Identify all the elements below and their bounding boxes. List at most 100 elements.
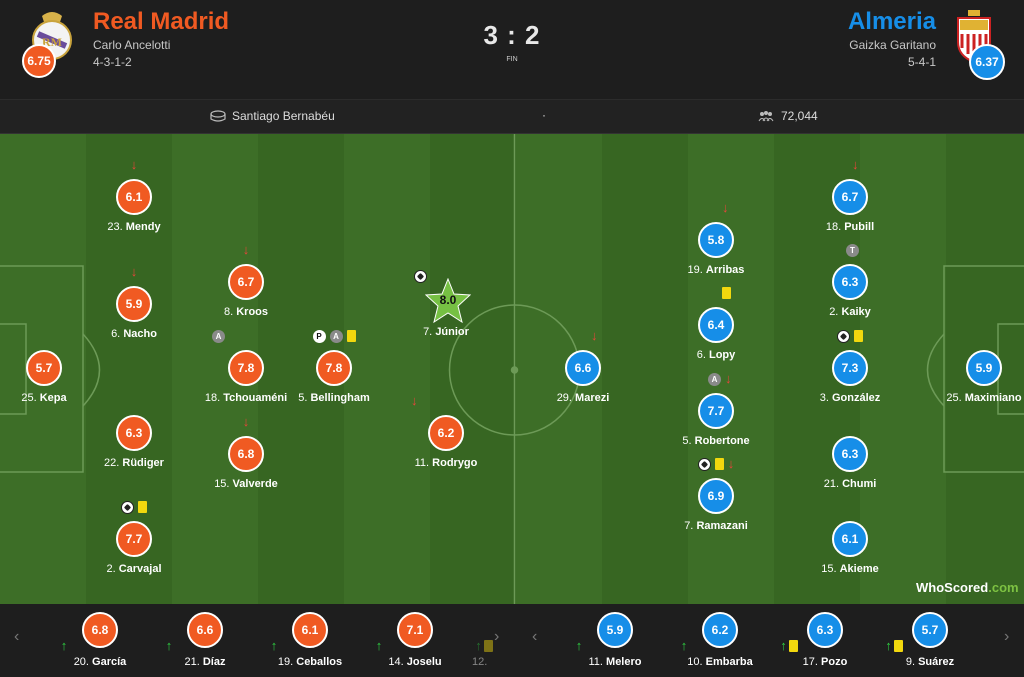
player-name: Lopy xyxy=(708,349,736,361)
player-number: 9. xyxy=(905,656,916,668)
player-number: 5. xyxy=(298,392,308,404)
bench-away-melero[interactable]: ↑ 5.9 11. Melero xyxy=(560,612,670,674)
player-number: 6. xyxy=(696,349,706,361)
player-name: Maximiano xyxy=(964,392,1022,404)
player-away-pubill[interactable]: ↓ 6.7 18. Pubill xyxy=(790,158,910,249)
goal-ball-icon xyxy=(121,500,134,514)
player-name: Marezi xyxy=(575,392,610,404)
player-name: Tchouaméni xyxy=(223,392,288,404)
match-header: RM 6.75 Real Madrid Carlo Ancelotti 4-3-… xyxy=(0,0,1024,100)
player-rating: 5.7 xyxy=(912,612,948,648)
player-number: 7. xyxy=(684,520,694,532)
player-away-robertone[interactable]: A↓ 7.7 5. Robertone xyxy=(656,372,776,463)
bench-home-partial[interactable]: ↑ 12. xyxy=(472,612,502,674)
player-rating: 5.7 xyxy=(26,350,62,386)
player-rating: 7.8 xyxy=(316,350,352,386)
bench-home-ceballos[interactable]: ↑ 6.1 19. Ceballos xyxy=(255,612,365,674)
pitch-markings xyxy=(0,134,1024,604)
player-home-tchouameni[interactable]: A 7.8 18. Tchouaméni xyxy=(186,329,306,420)
player-number: 11. xyxy=(588,656,603,668)
player-away-gonzalez[interactable]: 7.3 3. González xyxy=(790,329,910,420)
yellow-card-icon xyxy=(893,640,903,652)
player-rating: 6.6 xyxy=(565,350,601,386)
home-team-name[interactable]: Real Madrid xyxy=(93,8,230,35)
away-coach[interactable]: Gaizka Garitano xyxy=(849,38,936,52)
yellow-card-icon xyxy=(483,640,493,652)
bench-home-diaz[interactable]: ↑ 6.6 21. Díaz xyxy=(150,612,260,674)
player-name: Chumi xyxy=(842,478,877,490)
player-name: Nacho xyxy=(123,328,157,340)
player-name: Akieme xyxy=(839,563,879,575)
away-team-name[interactable]: Almeria xyxy=(847,8,936,35)
sub-off-icon: ↓ xyxy=(242,242,250,257)
yellow-card-icon xyxy=(714,458,724,470)
player-home-rodrygo[interactable]: ↓ 6.2 11. Rodrygo xyxy=(386,394,506,485)
player-name: García xyxy=(92,656,127,668)
player-number: 25. xyxy=(21,392,37,404)
sub-off-icon: ↓ xyxy=(242,414,250,429)
away-bench-next-chevron-icon[interactable]: › xyxy=(1004,628,1010,645)
player-rating: 6.1 xyxy=(292,612,328,648)
player-home-junior[interactable]: 8.0 7. Júnior xyxy=(386,269,506,354)
home-formation: 4-3-1-2 xyxy=(93,55,132,69)
bench-home-joselu[interactable]: ↑ 7.1 14. Joselu xyxy=(360,612,470,674)
player-home-kroos[interactable]: ↓ 6.7 8. Kroos xyxy=(186,243,306,334)
player-number: 22. xyxy=(104,457,120,469)
player-number: 10. xyxy=(687,656,703,668)
player-rating: 6.7 xyxy=(832,179,868,215)
player-away-ramazani[interactable]: ↓ 6.9 7. Ramazani xyxy=(656,457,776,548)
home-coach[interactable]: Carlo Ancelotti xyxy=(93,38,171,52)
player-number: 18. xyxy=(825,221,842,233)
player-away-chumi[interactable]: 6.3 21. Chumi xyxy=(790,436,910,506)
sub-on-icon: ↑ xyxy=(270,638,278,653)
player-name: Joselu xyxy=(406,656,442,668)
player-home-mendy[interactable]: ↓ 6.1 23. Mendy xyxy=(74,158,194,249)
player-away-maximiano[interactable]: 5.9 25. Maximiano xyxy=(924,350,1024,420)
bench-away-suarez[interactable]: ↑ 5.7 9. Suárez xyxy=(875,612,985,674)
away-bench-prev-chevron-icon[interactable]: ‹ xyxy=(532,628,538,645)
home-team-rating: 6.75 xyxy=(22,44,56,78)
player-home-kepa[interactable]: 5.7 25. Kepa xyxy=(0,350,104,420)
player-name: Kepa xyxy=(39,392,67,404)
player-name: González xyxy=(831,392,881,404)
player-away-kaiky[interactable]: T 6.3 2. Kaiky xyxy=(790,243,910,334)
player-rating: 5.9 xyxy=(116,286,152,322)
player-rating: 6.2 xyxy=(702,612,738,648)
player-home-valverde[interactable]: ↓ 6.8 15. Valverde xyxy=(186,415,306,506)
substitutes-bar: ‹ › ‹ › ↑ 6.8 20. García ↑ 6.6 21. Díaz … xyxy=(0,604,1024,677)
player-number: 21. xyxy=(823,478,839,490)
info-separator: · xyxy=(542,108,546,122)
yellow-card-icon xyxy=(138,501,147,513)
player-home-carvajal[interactable]: 7.7 2. Carvajal xyxy=(74,500,194,591)
player-rating: 6.9 xyxy=(698,478,734,514)
player-away-arribas[interactable]: ↓ 5.8 19. Arribas xyxy=(656,201,776,292)
player-away-akieme[interactable]: 6.1 15. Akieme xyxy=(790,521,910,591)
player-number: 2. xyxy=(829,306,839,318)
player-name: Ceballos xyxy=(296,656,343,668)
bench-home-garcia[interactable]: ↑ 6.8 20. García xyxy=(45,612,155,674)
player-rating: 8.0 xyxy=(439,293,457,307)
goal-ball-icon xyxy=(837,329,850,343)
player-number: 23. xyxy=(107,221,123,233)
player-name: Carvajal xyxy=(118,563,162,575)
player-name: Díaz xyxy=(202,656,226,668)
bench-away-pozo[interactable]: ↑ 6.3 17. Pozo xyxy=(770,612,880,674)
home-bench-next-chevron-icon[interactable]: › xyxy=(494,628,500,645)
bench-away-embarba[interactable]: ↑ 6.2 10. Embarba xyxy=(665,612,775,674)
player-home-rudiger[interactable]: 6.3 22. Rüdiger xyxy=(74,415,194,485)
sub-off-icon: ↓ xyxy=(130,264,138,279)
player-name: Pozo xyxy=(821,656,848,668)
sub-on-icon: ↑ xyxy=(375,638,383,653)
goal-ball-icon xyxy=(414,269,427,283)
home-bench-prev-chevron-icon[interactable]: ‹ xyxy=(14,628,20,645)
player-name: Suárez xyxy=(918,656,955,668)
player-away-marezi[interactable]: ↓ 6.6 29. Marezi xyxy=(523,329,643,420)
sub-on-icon: ↑ xyxy=(60,638,68,653)
player-name: Júnior xyxy=(435,326,469,338)
player-home-nacho[interactable]: ↓ 5.9 6. Nacho xyxy=(74,265,194,356)
player-away-lopy[interactable]: 6.4 6. Lopy xyxy=(656,287,776,377)
player-number: 2. xyxy=(106,563,116,575)
sub-on-icon: ↑ xyxy=(165,638,173,653)
player-rating: 6.3 xyxy=(832,436,868,472)
